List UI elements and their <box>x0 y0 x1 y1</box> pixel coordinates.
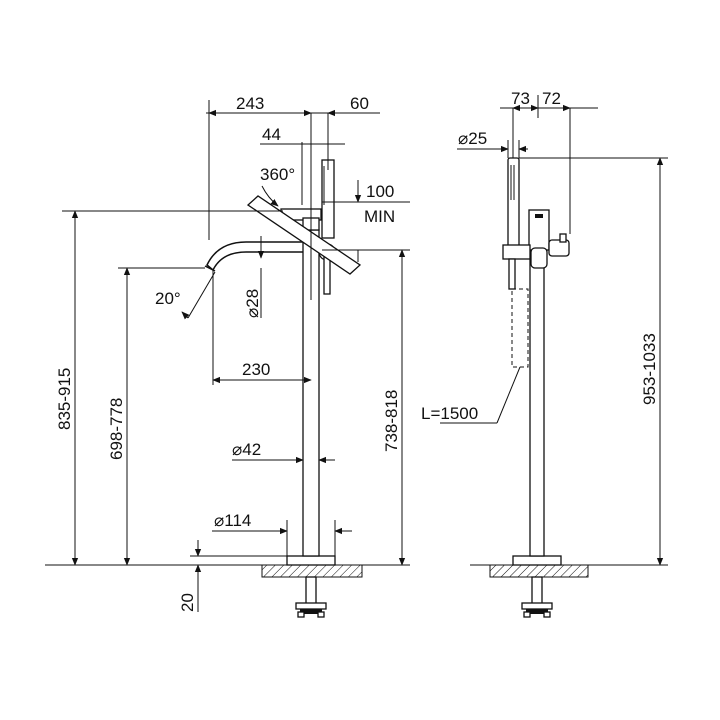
dim-label-20-degree: 20° <box>155 289 181 308</box>
dim-diameter-114: ⌀114 <box>212 511 352 556</box>
dim-20: 20 <box>178 540 287 612</box>
dim-diameter-42: ⌀42 <box>232 440 335 464</box>
dim-label-60: 60 <box>350 94 369 113</box>
dim-label-72: 72 <box>542 89 561 108</box>
dim-698-778: 698-778 <box>107 267 205 566</box>
dim-label-738-818: 738-818 <box>382 390 401 452</box>
dim-label-100: 100 <box>366 182 394 201</box>
dim-label-l1500: L=1500 <box>421 404 478 423</box>
dim-label-28: ⌀28 <box>243 289 262 318</box>
dim-label-min: MIN <box>364 207 395 226</box>
dim-label-114: ⌀114 <box>214 511 251 530</box>
front-faucet-body <box>204 159 336 618</box>
dim-953-1033: 953-1033 <box>519 157 668 566</box>
dim-835-915: 835-915 <box>55 210 188 566</box>
dim-230: 230 <box>212 360 312 384</box>
dim-label-73: 73 <box>511 89 530 108</box>
dim-73-72: 73 72 <box>500 89 598 234</box>
side-view: 73 72 ⌀25 L=1500 953-1033 <box>421 89 668 618</box>
front-floor <box>45 564 410 578</box>
side-floor <box>470 564 668 578</box>
dim-44: 44 <box>260 125 345 145</box>
dim-243-60: 243 60 <box>206 94 380 117</box>
dim-label-230: 230 <box>242 360 270 379</box>
dim-diameter-28: ⌀28 <box>243 236 265 318</box>
dim-label-360: 360° <box>260 165 295 184</box>
dim-label-835-915: 835-915 <box>55 368 74 430</box>
dim-label-243: 243 <box>236 94 264 113</box>
dim-label-25: ⌀25 <box>458 129 487 148</box>
side-faucet-body <box>502 157 570 618</box>
dim-label-20: 20 <box>178 593 197 612</box>
dim-label-698-778: 698-778 <box>107 398 126 460</box>
front-view: 243 60 44 360° 100 MIN 20° <box>45 94 410 618</box>
dim-label-953-1033: 953-1033 <box>640 333 659 405</box>
dim-label-44: 44 <box>262 125 281 144</box>
dim-hose-length: L=1500 <box>421 366 521 424</box>
dim-360: 360° <box>260 165 295 207</box>
dim-diameter-25: ⌀25 <box>457 129 528 158</box>
dim-label-42: ⌀42 <box>232 440 261 459</box>
front-lever-sweep <box>188 195 362 275</box>
dim-738-818: 738-818 <box>335 249 410 566</box>
dim-20-degree: 20° <box>155 271 216 320</box>
